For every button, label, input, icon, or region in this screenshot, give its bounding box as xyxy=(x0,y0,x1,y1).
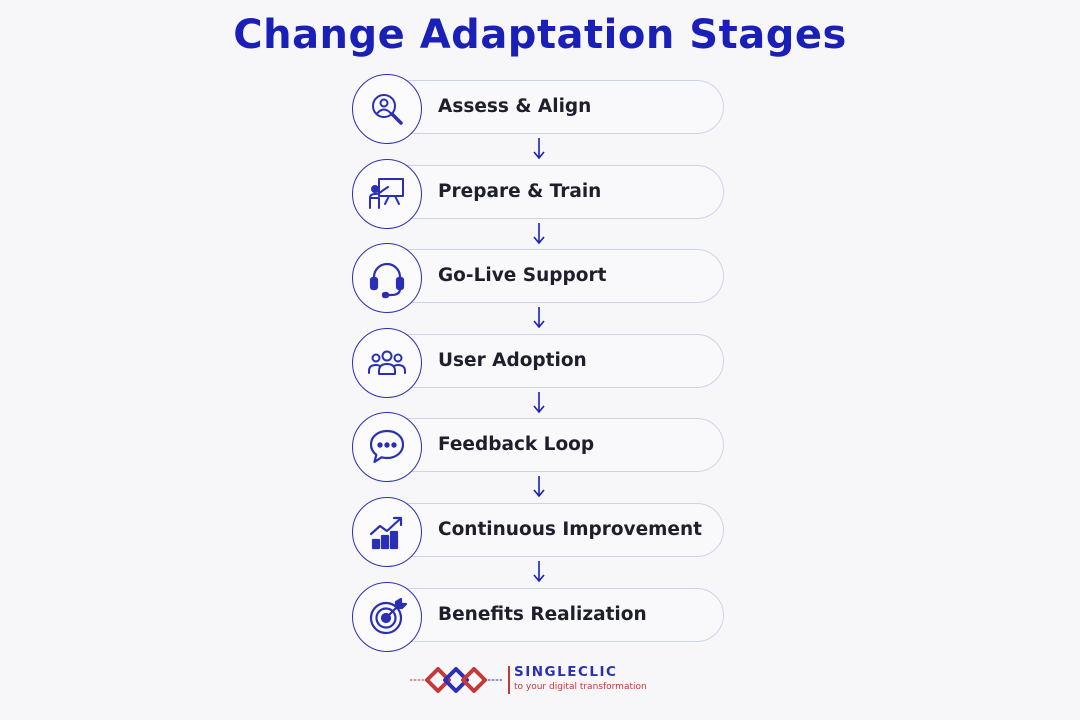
stage-user-adoption: User Adoption xyxy=(352,327,728,398)
stage-label: User Adoption xyxy=(438,349,587,371)
stage-label: Prepare & Train xyxy=(438,180,602,202)
users-group-icon xyxy=(368,350,406,375)
page-title: Change Adaptation Stages xyxy=(233,12,847,58)
stages-flow: Assess & Align Prepare & Train xyxy=(352,74,728,652)
stage-assess-align: Assess & Align xyxy=(352,74,728,144)
stage-icon-circle xyxy=(352,581,422,652)
stage-continuous-improvement: Continuous Improvement xyxy=(352,496,728,567)
stage-label: Assess & Align xyxy=(438,96,592,117)
flow-arrow xyxy=(352,303,728,329)
flow-arrow xyxy=(352,472,728,498)
stage-pill xyxy=(380,164,724,219)
stage-label: Benefits Realization xyxy=(438,603,647,625)
flow-arrow xyxy=(352,557,728,583)
logo-divider xyxy=(508,666,510,694)
arrow-down-icon xyxy=(533,391,545,414)
user-search-icon xyxy=(372,94,403,125)
flow-arrow xyxy=(352,219,728,244)
stage-icon-circle xyxy=(352,74,422,144)
stage-icon-circle xyxy=(352,327,422,398)
stage-feedback-loop: Feedback Loop xyxy=(352,412,728,483)
growth-chart-icon xyxy=(369,516,403,550)
stage-pill xyxy=(380,80,724,134)
logo-tagline: to your digital transformation xyxy=(514,682,647,692)
arrow-down-icon xyxy=(533,307,545,329)
stage-benefits-realization: Benefits Realization xyxy=(352,581,728,652)
stage-pill xyxy=(380,333,724,388)
headset-icon xyxy=(369,263,405,299)
flow-arrow xyxy=(352,388,728,414)
arrow-down-icon xyxy=(533,138,545,160)
chat-bubble-icon xyxy=(369,430,405,464)
stage-pill xyxy=(380,502,724,557)
stage-icon-circle xyxy=(352,158,422,229)
arrow-down-icon xyxy=(533,222,545,244)
singleclic-logo-mark xyxy=(410,667,502,693)
flow-arrow xyxy=(352,134,728,160)
logo-name: SINGLECLIC xyxy=(514,664,618,680)
stage-prepare-train: Prepare & Train xyxy=(352,158,728,229)
stage-pill xyxy=(380,418,724,473)
arrow-down-icon xyxy=(533,560,545,583)
arrow-down-icon xyxy=(533,476,545,498)
target-icon xyxy=(369,597,408,634)
stage-go-live-support: Go-Live Support xyxy=(352,243,728,314)
presentation-icon xyxy=(369,177,404,209)
stage-pill xyxy=(380,249,724,304)
stage-icon-circle xyxy=(352,496,422,567)
stage-label: Feedback Loop xyxy=(438,434,595,456)
stage-label: Go-Live Support xyxy=(438,265,607,287)
stage-pill xyxy=(380,587,724,642)
stage-icon-circle xyxy=(352,412,422,483)
stage-label: Continuous Improvement xyxy=(438,518,702,540)
stage-icon-circle xyxy=(352,243,422,314)
singleclic-logo: SINGLECLIC to your digital transformatio… xyxy=(410,660,660,700)
